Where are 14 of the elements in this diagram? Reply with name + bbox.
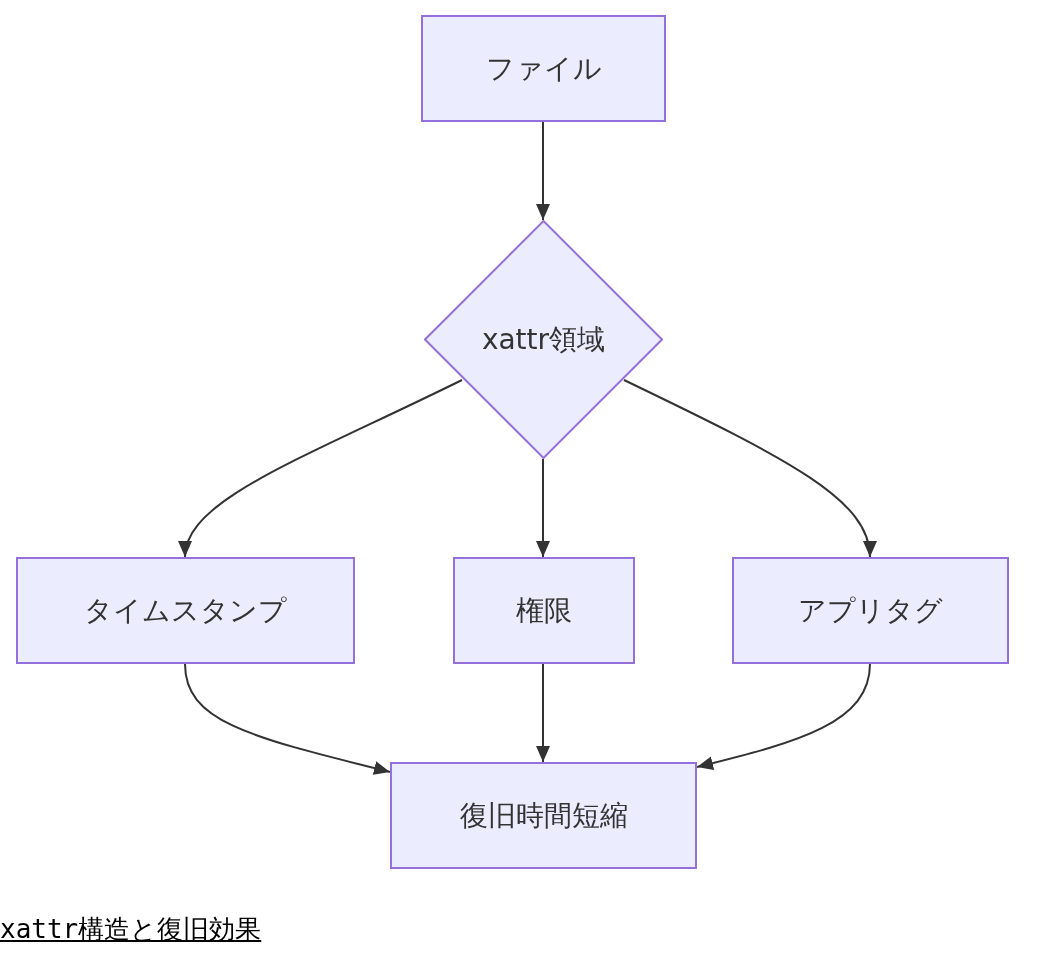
arrow [536,458,550,558]
process-box: 復旧時間短縮 [390,762,697,869]
process-box: アプリタグ [732,557,1009,664]
arrow [536,121,550,221]
arrow [180,379,463,558]
process-box: ファイル [421,15,666,122]
arrow [696,663,871,770]
decision-diamond: xattr領域 [424,220,663,459]
caption: xattr構造と復旧効果 [0,913,262,946]
arrow [623,379,876,558]
process-box: 権限 [453,557,635,664]
arrow [184,663,391,775]
arrow [536,663,550,763]
process-box: タイムスタンプ [16,557,355,664]
